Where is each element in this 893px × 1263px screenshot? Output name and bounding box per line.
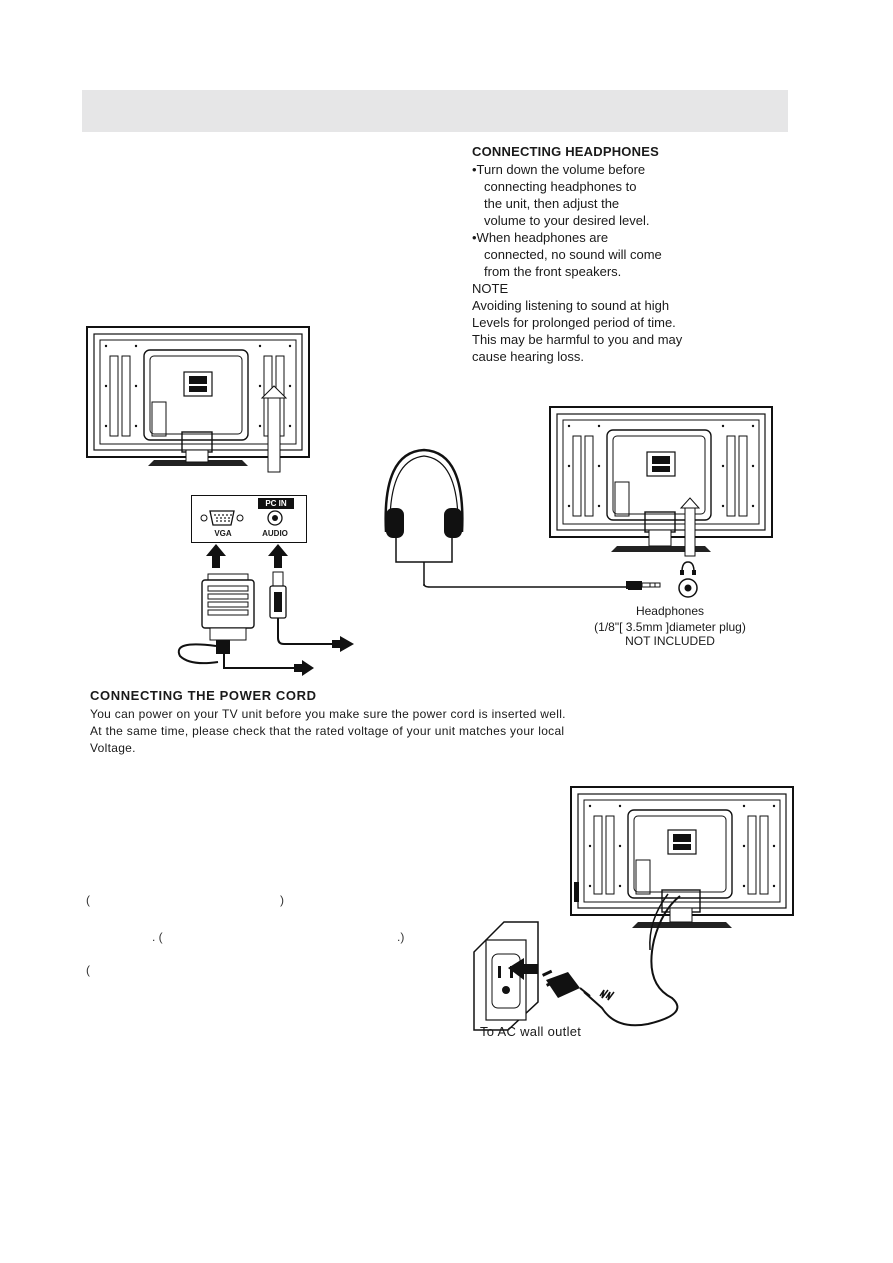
instruction-line: connected, no sound will come [484,247,662,262]
instruction-line: connecting headphones to [484,179,637,194]
tv-back-illustration-headphones [549,406,773,557]
power-line: At the same time, please check that the … [90,724,565,738]
headphones-caption: Headphones (1/8"[ 3.5mm ]diameter plug) … [580,604,760,648]
outlet-caption: To AC wall outlet [480,1024,582,1039]
headphone-plug-icon [626,581,661,589]
stray-mark: ) [280,893,284,907]
vga-audio-cable-illustration [177,544,354,676]
headphones-caption-line: (1/8"[ 3.5mm ]diameter plug) [594,620,746,634]
power-line: You can power on your TV unit before you… [90,707,566,721]
vga-port-icon [200,510,244,526]
power-instructions: You can power on your TV unit before you… [90,706,630,757]
headphones-caption-line: NOT INCLUDED [625,634,715,648]
instruction-line: •Turn down the volume before [472,162,646,177]
pc-in-badge: PC IN [258,498,294,509]
power-line: Voltage. [90,741,136,755]
section-header-band [82,90,788,132]
note-line: This may be harmful to you and may [472,332,683,347]
stray-mark: ( [86,893,90,907]
power-cord-illustration [473,893,681,1031]
pc-in-panel: PC IN VGA AUDIO [191,495,307,543]
headphones-caption-line: Headphones [635,604,705,618]
instruction-line: from the front speakers. [484,264,622,279]
tv-back-illustration-pc [86,326,310,473]
instruction-line: •When headphones are [472,230,609,245]
note-line: Avoiding listening to sound at high [472,298,670,313]
audio-label: AUDIO [262,529,288,538]
headphone-jack-icon [678,561,698,598]
headphones-title: CONNECTING HEADPHONES [472,144,659,159]
note-line: Levels for prolonged period of time. [472,315,676,330]
power-section: CONNECTING THE POWER CORD You can power … [90,688,630,757]
headphones-section: CONNECTING HEADPHONES •Turn down the vol… [472,144,772,365]
headphones-icon [384,448,464,586]
stray-mark: .) [397,930,405,944]
tv-back-illustration-power [570,786,794,928]
power-title: CONNECTING THE POWER CORD [90,688,317,703]
vga-label: VGA [214,529,232,538]
audio-jack-icon [267,510,283,526]
headphones-instructions: •Turn down the volume before connecting … [472,161,772,365]
instruction-line: the unit, then adjust the [484,196,620,211]
stray-mark: ( [86,963,90,977]
stray-mark: . ( [152,930,163,944]
note-label: NOTE [472,281,509,296]
headphone-cable [423,583,642,590]
instruction-line: volume to your desired level. [484,213,650,228]
note-line: cause hearing loss. [472,349,585,364]
